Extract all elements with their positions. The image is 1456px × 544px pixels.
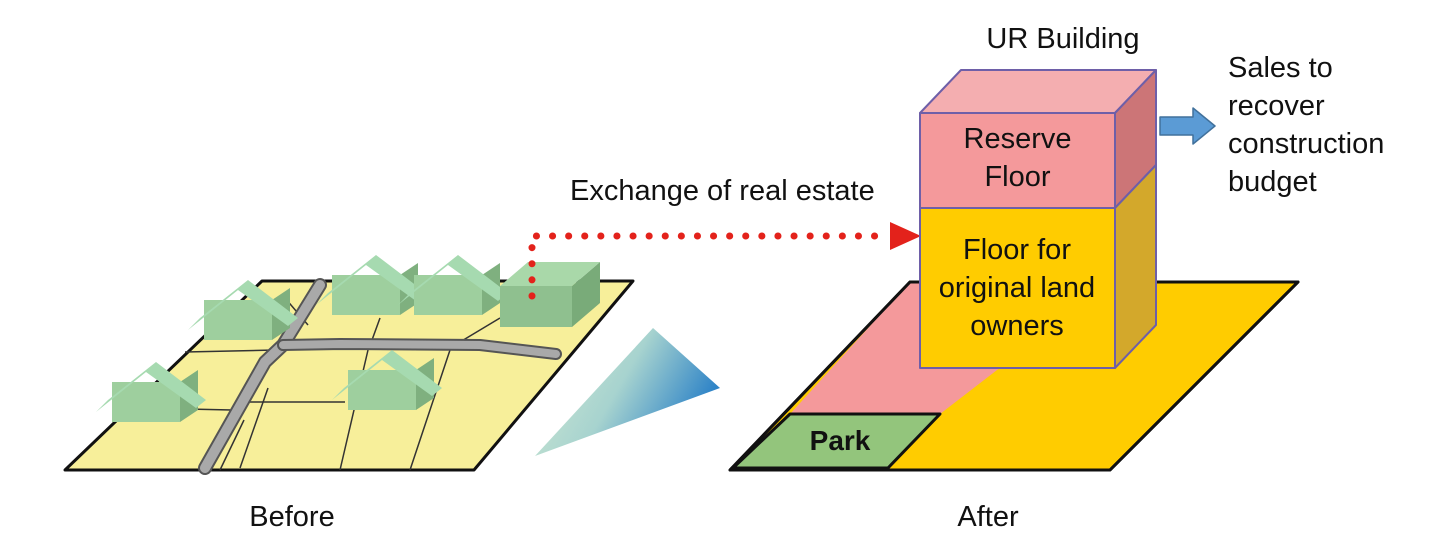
house-icon — [96, 362, 206, 422]
reserve-floor-line: Reserve — [963, 123, 1072, 155]
reserve-floor-label: Reserve Floor — [920, 120, 1115, 196]
before-roads — [198, 278, 562, 475]
owners-floor-line: Floor for — [963, 234, 1071, 266]
owners-floor-label: Floor for original land owners — [912, 231, 1122, 345]
house-icon — [188, 280, 298, 340]
park-label: Park — [809, 425, 871, 456]
ur-building-label: UR Building — [986, 23, 1140, 55]
house-icon — [332, 350, 442, 410]
sales-line: construction — [1228, 128, 1385, 160]
park-area — [731, 412, 942, 470]
before-label: Before — [249, 501, 335, 533]
owners-floor-line: original land — [938, 272, 1096, 304]
ur-building — [919, 69, 1157, 369]
house-icon — [316, 255, 426, 315]
exchange-label: Exchange of real estate — [570, 175, 875, 207]
sales-line: Sales to — [1228, 52, 1333, 84]
owners-floor-block — [919, 207, 1116, 369]
sales-line: recover — [1228, 90, 1325, 122]
after-label: After — [957, 501, 1019, 533]
sales-line: budget — [1228, 166, 1317, 198]
sales-label: Sales to recover construction budget — [1228, 49, 1384, 201]
transition-wedge — [535, 328, 720, 456]
reserve-floor-line: Floor — [984, 161, 1051, 193]
before-houses — [96, 255, 600, 422]
sales-arrow — [1159, 107, 1216, 145]
box-building-icon — [500, 262, 600, 327]
owners-floor-line: owners — [970, 310, 1064, 342]
exchange-arrow — [528, 222, 921, 300]
house-icon — [398, 255, 508, 315]
